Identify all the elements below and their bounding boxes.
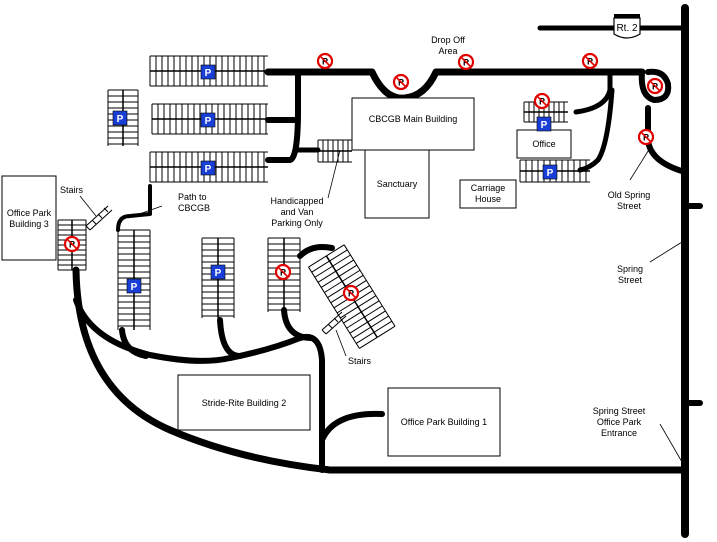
- no-parking-sign-7: P: [533, 92, 551, 110]
- no-parking-sign-8: P: [63, 235, 81, 253]
- lot-access-1: [119, 327, 149, 359]
- svg-text:P: P: [205, 164, 212, 175]
- path-to-cbcgb-label: Path to CBCGB: [178, 192, 211, 213]
- no-parking-sign-6: P: [637, 128, 655, 146]
- handicapped-parking-label: Handicapped and Van Parking Only: [270, 196, 324, 228]
- office-park-building-3-shape: [1, 175, 57, 261]
- svg-text:P: P: [131, 282, 138, 293]
- stairs-bottom-graphic: [321, 311, 347, 335]
- parking-sign-top-1: P: [200, 64, 216, 80]
- buildings: [1, 97, 572, 457]
- old-spring-street-road: [645, 105, 688, 175]
- route-2-shield-text: Rt. 2: [616, 23, 638, 34]
- cbcgb-main-building-label: CBCGB Main Building: [368, 113, 458, 124]
- parking-sign-office-south: P: [542, 164, 558, 180]
- parking-sign-middle: P: [210, 264, 226, 280]
- no-parking-sign-10: P: [342, 284, 360, 302]
- svg-text:P: P: [541, 120, 548, 131]
- lot-access-2: [217, 317, 243, 359]
- svg-text:P: P: [205, 68, 212, 79]
- parking-lot-office-north: [523, 101, 568, 123]
- stairs-top-label: Stairs: [60, 185, 84, 195]
- office-label: Office: [532, 138, 556, 149]
- old-spring-street-label: Old Spring Street: [607, 190, 651, 211]
- path-to-cbcgb-road: [116, 184, 152, 232]
- office-park-building-1-shape: [387, 387, 501, 457]
- parking-sign-left: P: [112, 110, 128, 126]
- route-2-shield: Rt. 2: [613, 14, 641, 39]
- parking-sign-top-2: P: [200, 112, 216, 128]
- stride-rite-building-2-shape: [177, 374, 311, 431]
- svg-text:P: P: [215, 268, 222, 279]
- drop-off-area-label: Drop Off Area: [431, 35, 465, 56]
- parking-lot-handicapped: [317, 139, 352, 163]
- svg-text:P: P: [205, 116, 212, 127]
- turnaround-loop: [638, 68, 672, 103]
- stairs-top-graphic: [85, 205, 113, 231]
- no-parking-symbols: PPPPPPPPPP: [63, 52, 664, 302]
- parking-sign-office-north: P: [536, 116, 552, 132]
- parking-sign-top-3: P: [200, 160, 216, 176]
- office-park-building-3-label: Office Park Building 3: [6, 208, 52, 229]
- stairs-bottom-label: Stairs: [348, 356, 372, 366]
- no-parking-sign-2: P: [392, 73, 410, 91]
- building-1-drive: [319, 410, 385, 443]
- spring-street-label: Spring Street: [616, 264, 643, 285]
- no-parking-sign-4: P: [581, 52, 599, 70]
- leader-lines: [79, 147, 683, 463]
- no-parking-sign-5: P: [646, 77, 664, 95]
- svg-text:P: P: [547, 168, 554, 179]
- stride-rite-building-2-label: Stride-Rite Building 2: [201, 397, 287, 408]
- office-shape: [516, 129, 572, 159]
- parking-lot-top-1: [149, 55, 268, 87]
- parking-lot-top-3: [149, 151, 268, 183]
- carriage-house-label: Carriage House: [470, 183, 506, 204]
- south-loop-road: [72, 266, 689, 474]
- office-park-building-1-label: Office Park Building 1: [400, 416, 488, 427]
- cbcgb-main-building-shape: [351, 97, 475, 151]
- sanctuary-shape: [364, 149, 430, 219]
- parking-sign-west: P: [126, 278, 142, 294]
- office-road: [573, 69, 615, 173]
- no-parking-sign-1: P: [316, 52, 334, 70]
- west-connector-road: [265, 69, 301, 163]
- parking-lot-diagonal: [308, 244, 396, 349]
- top-access-road: [264, 68, 646, 102]
- svg-text:P: P: [117, 114, 124, 125]
- no-parking-sign-3: P: [457, 53, 475, 71]
- carriage-house-shape: [459, 179, 517, 209]
- lot-access-4: [297, 244, 335, 259]
- office-park-entrance-label: Spring Street Office Park Entrance: [592, 406, 646, 438]
- sanctuary-label: Sanctuary: [376, 178, 418, 189]
- lot-access-3: [281, 307, 315, 341]
- no-parking-sign-9: P: [274, 263, 292, 281]
